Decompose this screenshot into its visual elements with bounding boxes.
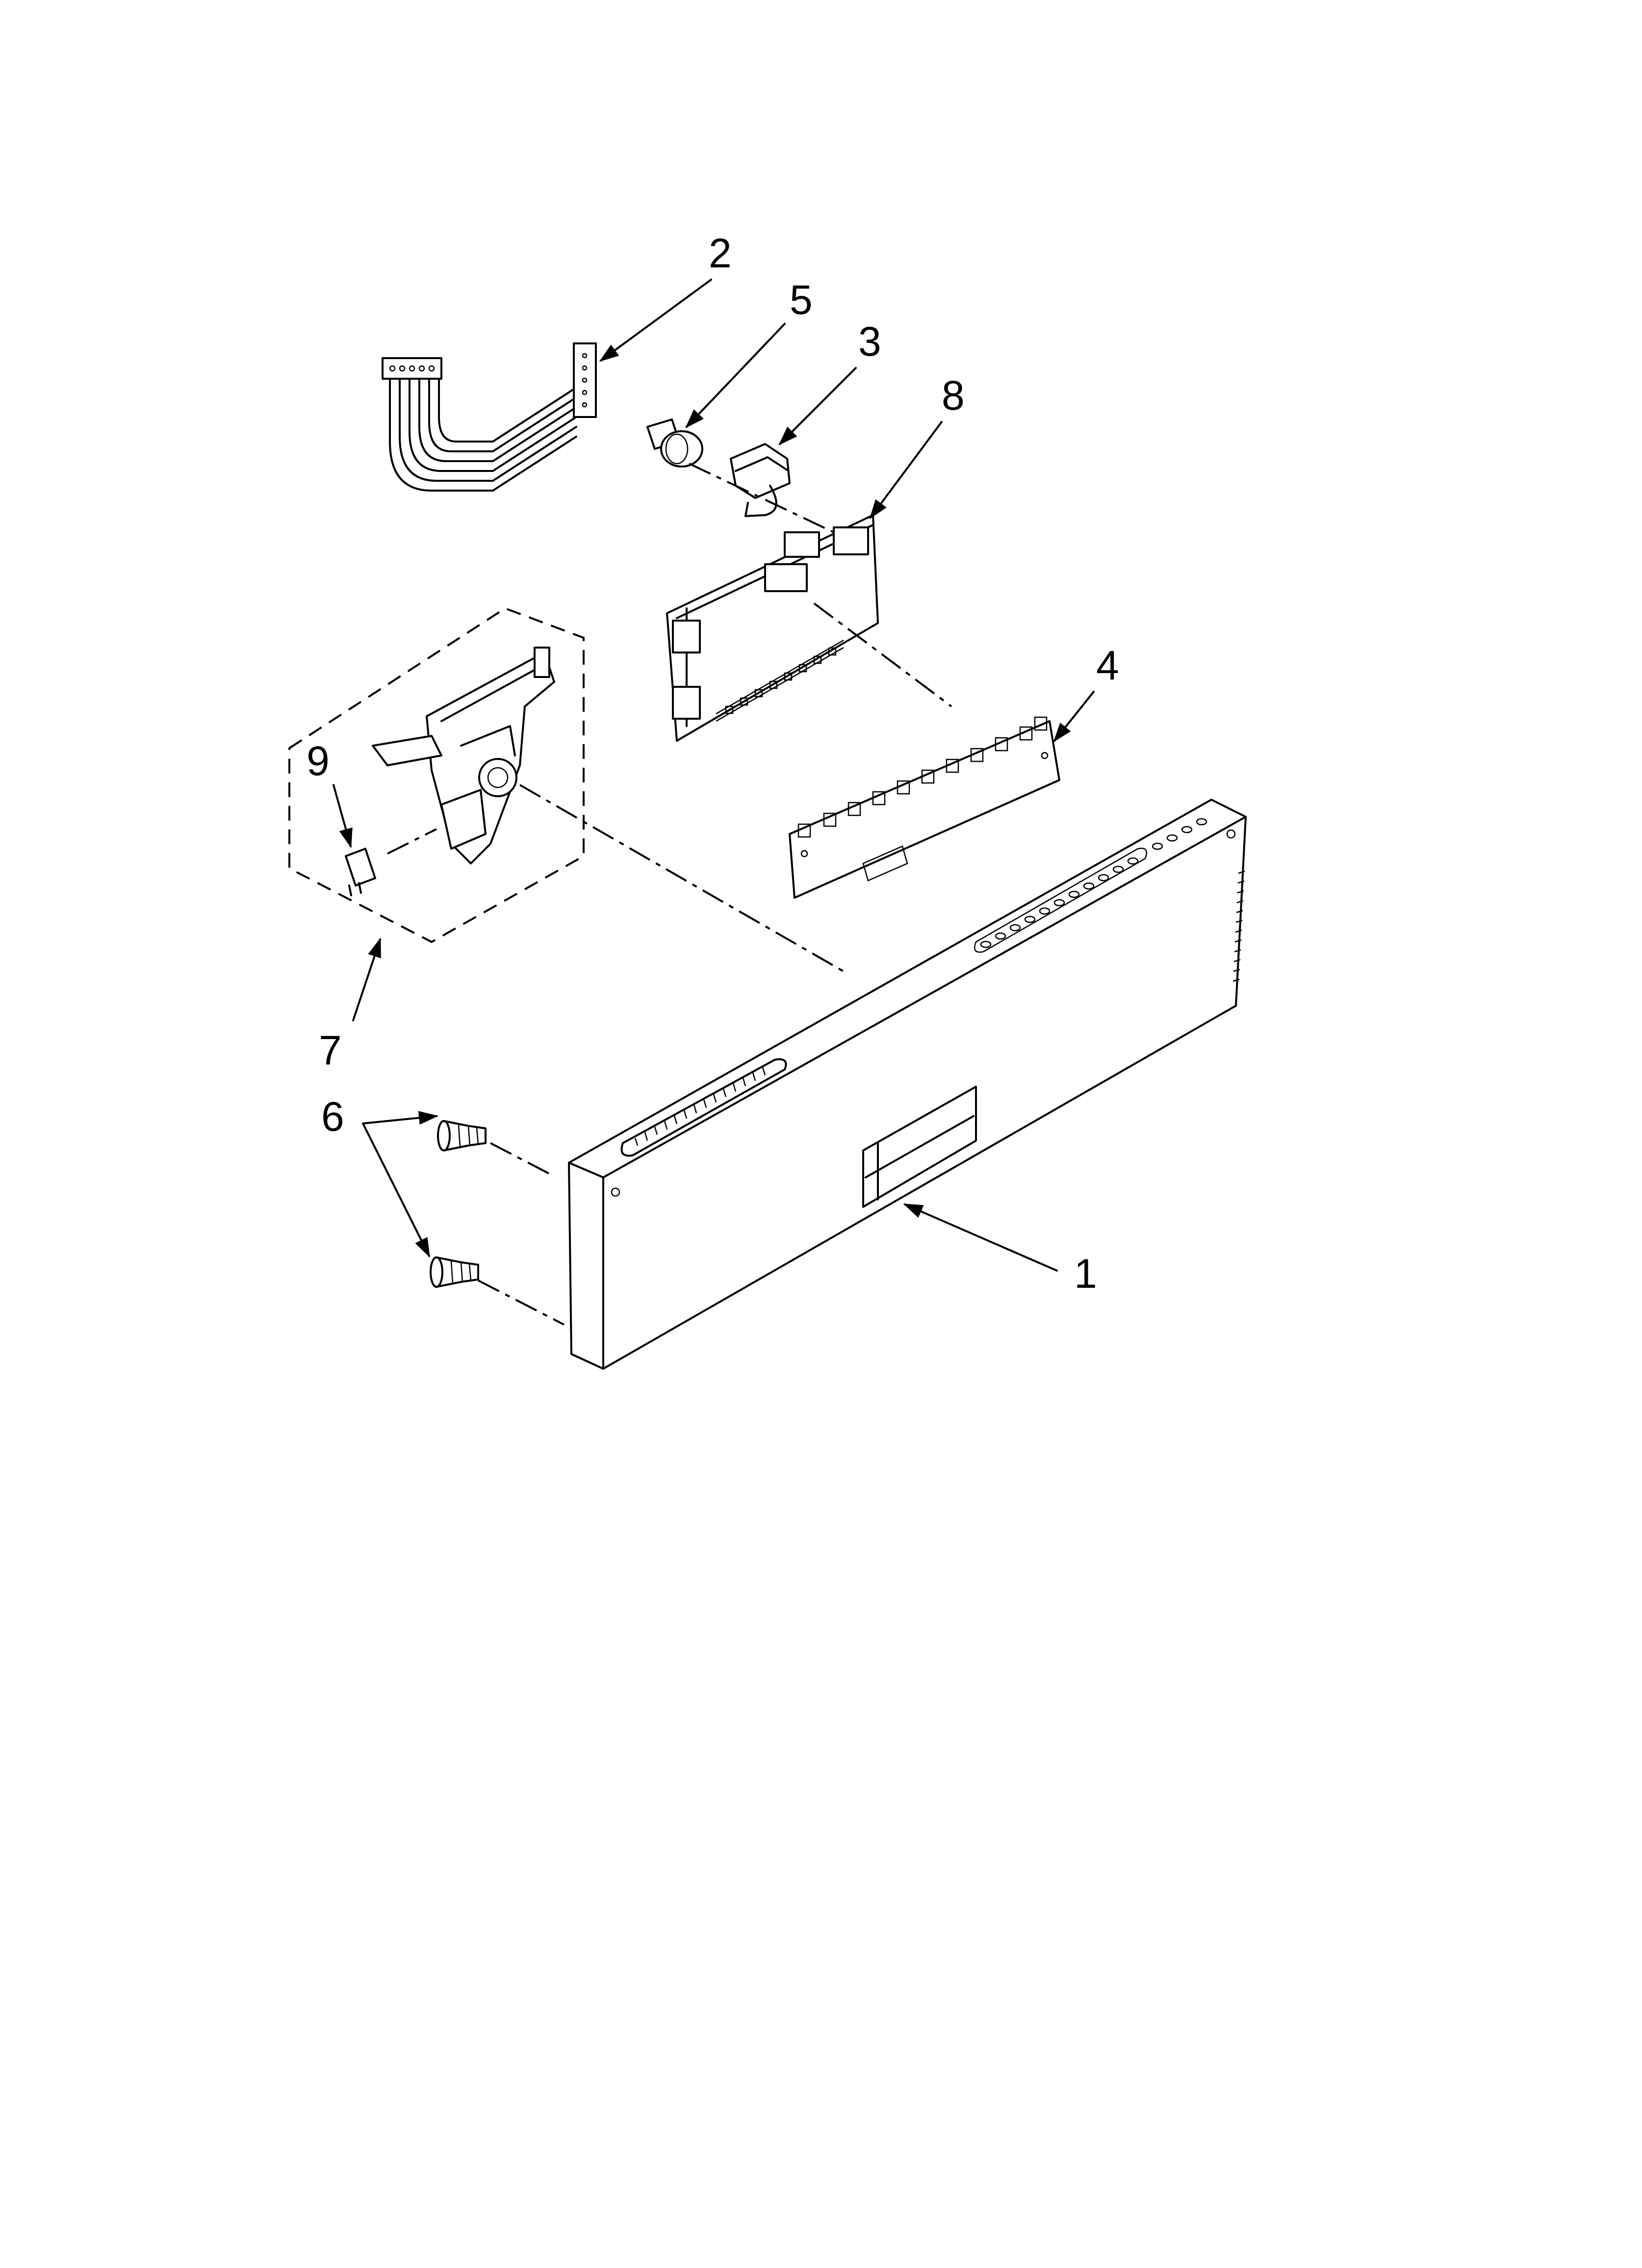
thermistor-clip-icon <box>730 443 791 517</box>
screw-icon <box>437 1120 487 1151</box>
callout-2: 2 <box>709 230 732 276</box>
thermistor-icon <box>646 418 703 468</box>
callout-5: 5 <box>790 277 813 323</box>
electronic-control-board-icon <box>666 514 879 742</box>
screw-icon <box>430 1256 479 1288</box>
control-panel-console-icon <box>568 799 1247 1370</box>
callout-8: 8 <box>942 372 965 418</box>
latch-assembly-group <box>288 607 585 943</box>
user-interface-board-icon <box>789 716 1060 899</box>
door-switch-icon <box>345 848 376 896</box>
leader-lines <box>333 279 1095 1272</box>
callout-labels: 2 5 3 8 4 9 7 6 1 <box>307 230 1119 1297</box>
callout-7: 7 <box>319 1027 342 1073</box>
ribbon-wire-harness-icon <box>382 342 597 492</box>
assembly-lines <box>387 463 952 1326</box>
callout-1: 1 <box>1074 1251 1097 1297</box>
callout-4: 4 <box>1096 642 1119 688</box>
callout-9: 9 <box>307 738 330 784</box>
callout-3: 3 <box>858 318 881 365</box>
latch-assembly-icon <box>372 647 555 864</box>
callout-6: 6 <box>321 1094 344 1140</box>
